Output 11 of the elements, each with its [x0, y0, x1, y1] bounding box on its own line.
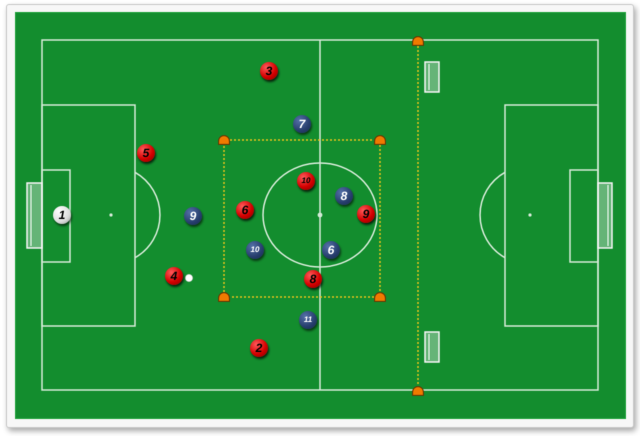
cone-icon	[374, 135, 386, 145]
cone-icon	[218, 135, 230, 145]
cone-icon	[374, 292, 386, 302]
dotted-line	[230, 296, 374, 298]
cone-icon	[412, 36, 424, 46]
dotted-line	[230, 139, 374, 141]
cone-icon	[218, 292, 230, 302]
dotted-line	[223, 145, 225, 292]
dotted-line	[417, 46, 419, 386]
dotted-line	[379, 145, 381, 292]
cone-icon	[412, 386, 424, 396]
